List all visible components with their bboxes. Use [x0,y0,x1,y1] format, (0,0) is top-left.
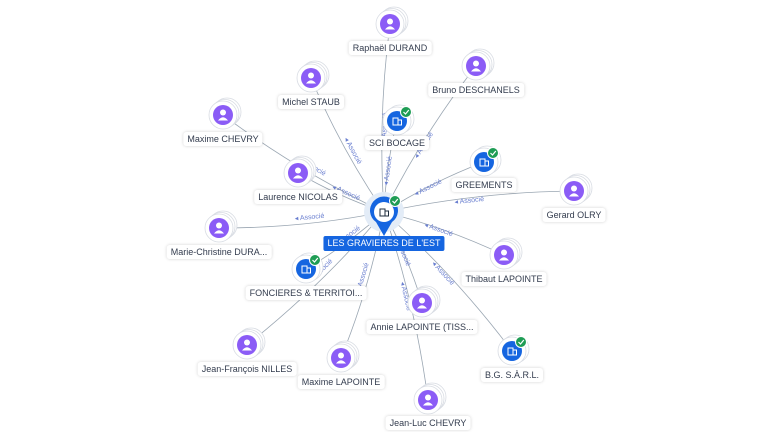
person-node-thibaut-lapointe[interactable] [489,237,523,270]
node-label-bruno-deschanels[interactable]: Bruno DESCHANELS [428,83,524,97]
edge-bgs-sarl [383,211,513,352]
node-label-bgs-sarl[interactable]: B.G. S.À.R.L. [480,368,544,382]
node-label-marie-christine[interactable]: Marie-Christine DURA... [166,245,272,259]
center-company-node[interactable] [364,192,404,236]
nodes-layer [204,6,593,415]
person-node-maxime-lapointe[interactable] [326,340,360,373]
center-node-label[interactable]: LES GRAVIERES DE L'EST [323,236,445,251]
edge-label-bgs-sarl: ◂ Associé [430,260,455,287]
node-label-jean-luc-chevry[interactable]: Jean-Luc CHEVRY [385,416,471,430]
company-node-sci-bocage[interactable] [382,104,415,136]
node-label-sci-bocage[interactable]: SCI BOCAGE [364,136,430,150]
node-label-annie-lapointe[interactable]: Annie LAPOINTE (TISS... [366,320,478,334]
person-node-raphael-durand[interactable] [375,6,409,39]
node-label-maxime-lapointe[interactable]: Maxime LAPOINTE [297,375,385,389]
node-label-gerard-olry[interactable]: Gerard OLRY [542,208,606,222]
building-icon [379,208,389,217]
edge-gerard-olry [383,190,575,213]
node-label-thibaut-lapointe[interactable]: Thibaut LAPOINTE [461,272,547,286]
person-node-annie-lapointe[interactable] [407,285,441,318]
person-node-maxime-chevry[interactable] [208,97,242,130]
node-label-raphael-durand[interactable]: Raphaël DURAND [348,41,432,55]
edge-label-marie-christine: ◂ Associé [295,213,325,223]
node-label-maxime-chevry[interactable]: Maxime CHEVRY [183,132,263,146]
company-node-bgs-sarl[interactable] [497,334,530,366]
edge-label-greements: ◂ Associé [414,178,444,198]
person-node-marie-christine[interactable] [204,210,238,243]
person-node-gerard-olry[interactable] [559,173,593,206]
person-node-michel-staub[interactable] [296,60,330,93]
node-label-greements[interactable]: GREEMENTS [451,178,517,192]
person-node-bruno-deschanels[interactable] [461,48,495,81]
node-label-michel-staub[interactable]: Michel STAUB [278,95,344,109]
person-node-jean-francois-nilles[interactable] [232,327,266,360]
node-label-jean-francois-nilles[interactable]: Jean-François NILLES [197,362,297,376]
edge-label-sci-bocage: ◂ Associé [383,156,394,186]
node-label-foncieres[interactable]: FONCIERES & TERRITOI... [245,286,367,300]
edge-jean-francois-nilles [246,211,385,346]
node-label-laurence-nicolas[interactable]: Laurence NICOLAS [254,190,342,204]
person-node-jean-luc-chevry[interactable] [413,382,447,415]
company-node-greements[interactable] [469,145,502,177]
edge-label-gerard-olry: ◂ Associé [454,196,484,206]
company-node-foncieres[interactable] [291,252,324,284]
person-node-laurence-nicolas[interactable] [283,155,317,188]
